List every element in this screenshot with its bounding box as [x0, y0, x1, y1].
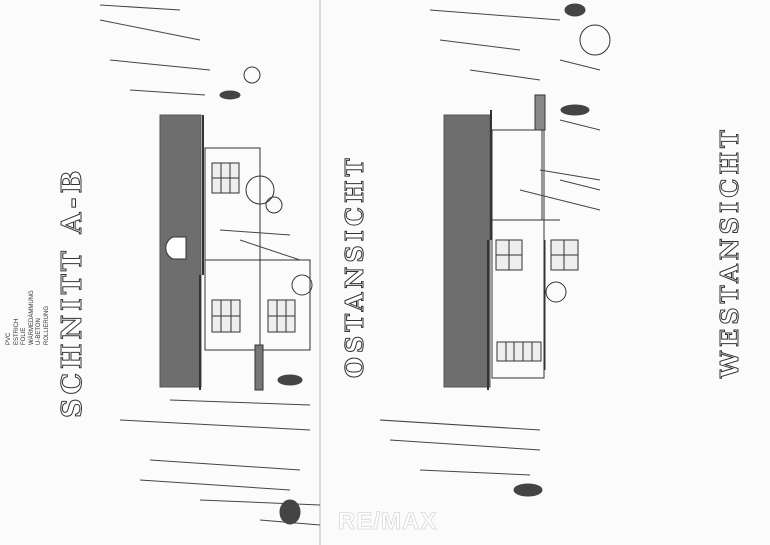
legend-item: FOLIE [21, 327, 27, 345]
window [211, 299, 241, 333]
window [495, 239, 523, 271]
legend-item: ESTRICH [13, 318, 20, 345]
house-section-a-b [159, 0, 321, 545]
section-title: SCHNITT A-B [57, 166, 89, 418]
watermark-logo: RE/MAX [338, 508, 438, 536]
material-legend: PVC ESTRICH FOLIE WÄRMEDÄMMUNG U-BETON R… [6, 290, 51, 345]
window [550, 239, 579, 271]
window [267, 299, 296, 333]
house-west [443, 24, 611, 390]
east-elevation-title: OSTANSICHT [340, 154, 370, 379]
legend-item: U-BETON [36, 318, 42, 345]
legend-item: ROLLIERUNG [43, 305, 50, 345]
dormer [165, 236, 187, 260]
window [496, 341, 542, 362]
vegetation [99, 3, 601, 526]
roof [443, 114, 491, 388]
window [211, 162, 240, 194]
legend-item: WÄRMEDÄMMUNG [28, 290, 35, 345]
legend-item: PVC [6, 332, 12, 345]
west-elevation-title: WESTANSICHT [715, 126, 745, 379]
